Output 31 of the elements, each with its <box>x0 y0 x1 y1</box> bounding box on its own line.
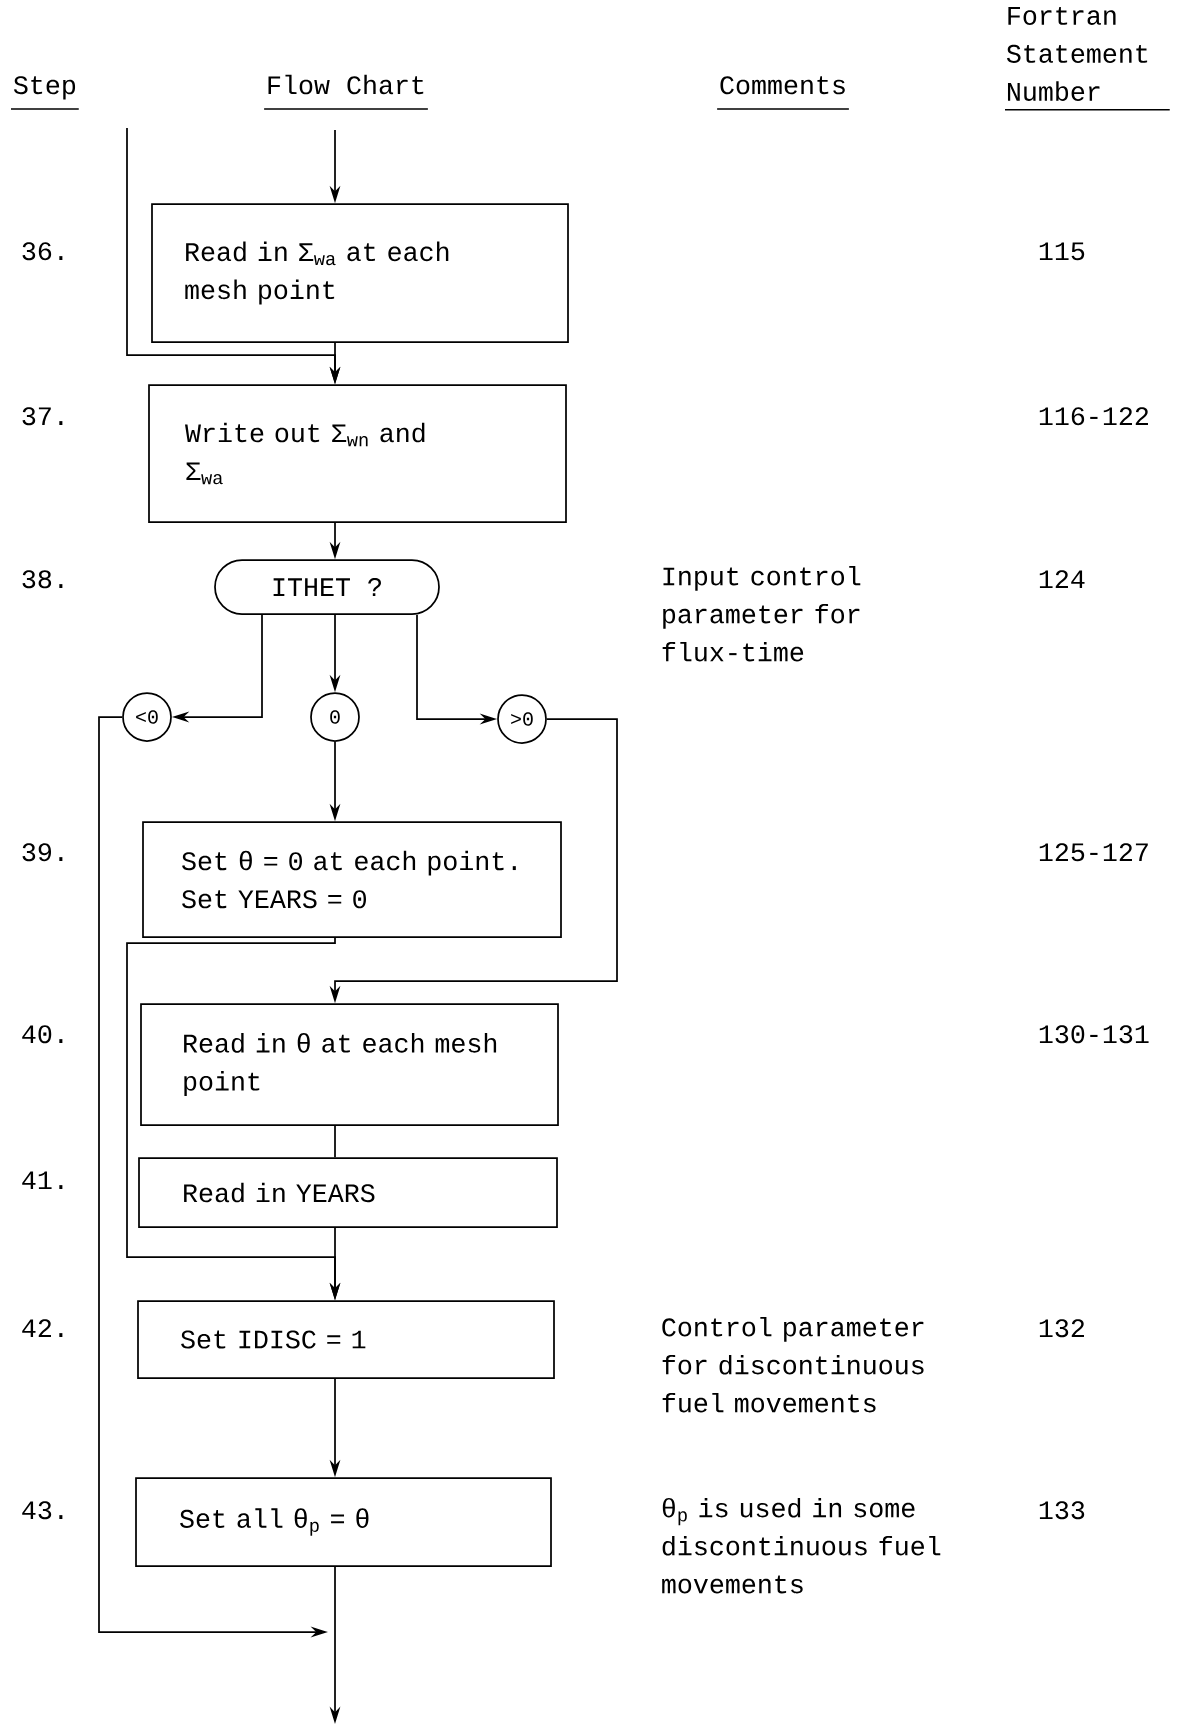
step-number: 36. <box>22 242 63 261</box>
statement-number: 125-127 <box>1039 843 1148 862</box>
process-box: Set θ = 0 at each point. Set YEARS = 0 <box>142 821 562 938</box>
process-box: Write out Σ$_{wn}$ and Σ$_{wa}$ <box>148 384 567 523</box>
process-box: Read in YEARS <box>138 1157 558 1228</box>
step-number: 39. <box>22 843 63 862</box>
process-box: Set all θ$_{p}$ = θ <box>135 1477 552 1567</box>
step-number: 41. <box>22 1171 63 1189</box>
column-heading: Fortran Statement Number <box>1004 6 1171 111</box>
process-box: Read in Σ$_{wa}$ at each mesh point <box>151 203 569 343</box>
statement-number: 133 <box>1039 1501 1085 1520</box>
comment-text: θ$_{p}$ is used in some discontinuous fuel movements <box>662 1497 941 1594</box>
column-heading: Step <box>10 76 80 110</box>
statement-number: 124 <box>1039 570 1085 588</box>
comment-text: Control parameter for discontinuous fuel movements <box>662 1316 924 1413</box>
process-box: Read in θ at each mesh point <box>140 1003 559 1126</box>
process-box: Set IDISC = 1 <box>137 1300 555 1379</box>
step-number: 43. <box>22 1501 63 1520</box>
step-number: 40. <box>22 1025 63 1044</box>
step-number: 42. <box>22 1319 63 1337</box>
step-number: 38. <box>22 570 63 589</box>
comment-text: Input control parameter for flux-time <box>662 565 861 662</box>
statement-number: 116-122 <box>1039 407 1148 426</box>
column-heading: Comments <box>716 76 850 110</box>
statement-number: 132 <box>1039 1319 1084 1338</box>
decision-box: ITHET ? <box>214 559 440 615</box>
connector-line <box>334 1125 336 1158</box>
statement-number: 130-131 <box>1039 1025 1149 1044</box>
column-heading: Flow Chart <box>263 74 429 110</box>
statement-number: 115 <box>1039 242 1085 261</box>
step-number: 37. <box>22 407 63 426</box>
